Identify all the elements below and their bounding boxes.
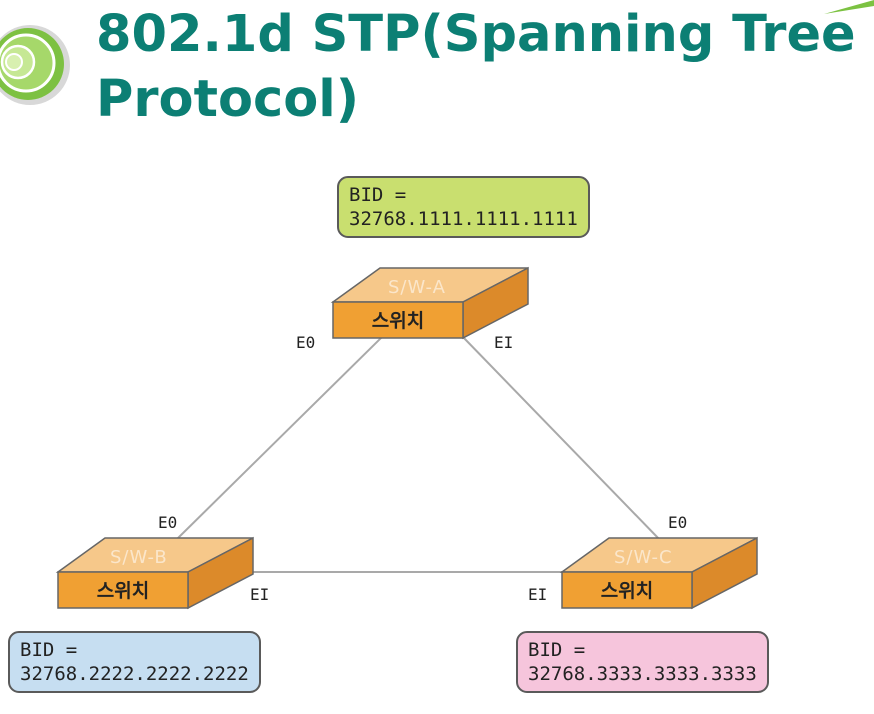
switch-a: S/W-A 스위치 (330, 266, 529, 340)
switch-c: S/W-C 스위치 (559, 536, 758, 610)
page-title: 802.1d STP(Spanning Tree Protocol) (96, 2, 856, 132)
bid-box-switch-c: BID = 32768.3333.3333.3333 (516, 631, 769, 693)
switch-a-label: 스위치 (372, 310, 424, 332)
bid-b-label: BID = (20, 639, 78, 661)
bid-box-switch-b: BID = 32768.2222.2222.2222 (8, 631, 261, 693)
green-circle-logo-icon (0, 25, 70, 105)
port-c-e0: E0 (668, 513, 687, 532)
link-a-b (175, 335, 384, 541)
port-b-e1: EI (250, 585, 269, 604)
port-a-e0: E0 (296, 333, 315, 352)
switch-b-label: 스위치 (97, 580, 149, 602)
bid-c-value: 32768.3333.3333.3333 (528, 663, 757, 685)
switch-c-label: 스위치 (601, 580, 653, 602)
switch-b: S/W-B 스위치 (55, 536, 254, 610)
bid-b-value: 32768.2222.2222.2222 (20, 663, 249, 685)
bid-a-value: 32768.1111.1111.1111 (349, 208, 578, 230)
title-line-2: Protocol) (96, 70, 360, 129)
port-a-e1: EI (494, 333, 513, 352)
bid-c-label: BID = (528, 639, 586, 661)
switch-c-name: S/W-C (614, 547, 673, 568)
port-b-e0: E0 (158, 513, 177, 532)
title-line-1: 802.1d STP(Spanning Tree (96, 5, 856, 64)
switch-b-name: S/W-B (110, 547, 168, 568)
link-a-c (461, 335, 661, 541)
bid-box-switch-a: BID = 32768.1111.1111.1111 (337, 176, 590, 238)
switch-a-name: S/W-A (388, 277, 446, 298)
bid-a-label: BID = (349, 184, 407, 206)
corner-decoration (824, 0, 874, 14)
port-c-e1: EI (528, 585, 547, 604)
